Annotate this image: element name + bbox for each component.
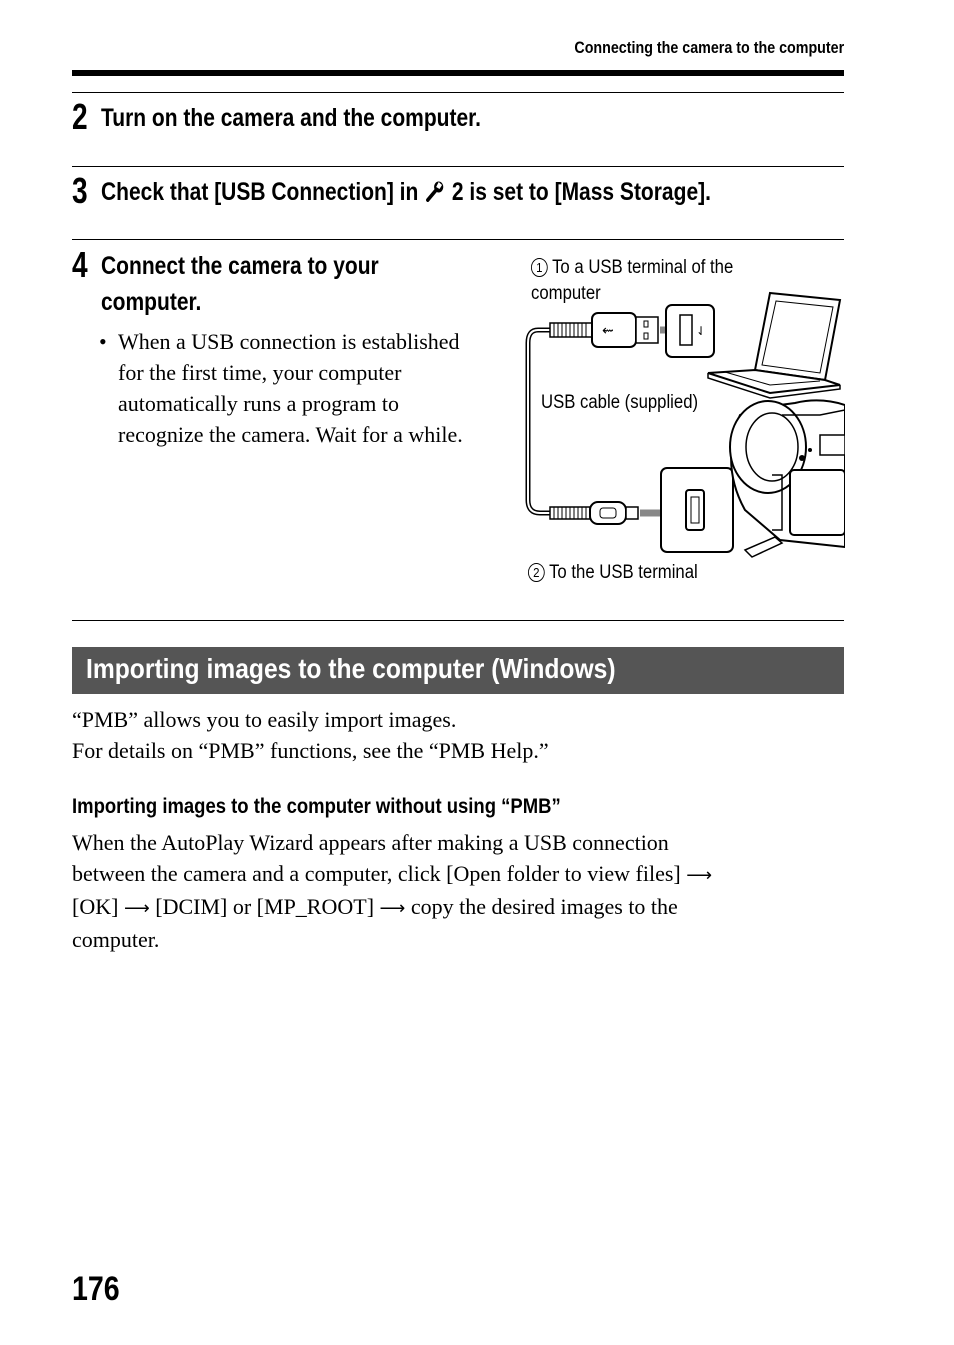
step-number: 3 [72,170,88,211]
step-heading: computer. [101,288,202,316]
figure-label-text: To a USB terminal of the [552,257,734,278]
subsection-body: When the AutoPlay Wizard appears after m… [72,827,712,955]
figure-label-1: 1 To a USB terminal of the [531,257,733,279]
bullet-text: When a USB connection is established for… [118,326,463,450]
step-heading-part: Check that [USB Connection] in [101,178,419,206]
section-title: Importing images to the computer (Window… [86,653,616,684]
camera [729,399,845,558]
page-number: 176 [72,1270,120,1308]
cable-label: USB cable (supplied) [541,392,699,413]
bullet-line: recognize the camera. Wait for a while. [118,422,463,447]
arrow-icon: ⟶ [123,898,150,919]
running-header: Connecting the camera to the computer [574,38,844,57]
step-heading: Check that [USB Connection] in 2 is set … [101,178,711,207]
svg-text:⇃: ⇃ [696,324,706,338]
bullet-line: for the first time, your computer [118,360,402,385]
bullet-line: When a USB connection is established [118,329,460,354]
body-line: When the AutoPlay Wizard appears after m… [72,830,669,855]
step-heading: Turn on the camera and the computer. [101,104,482,132]
usb-mini-plug [549,501,639,525]
arrow-icon: ⟶ [379,898,406,919]
body-line: computer. [72,927,160,952]
divider [72,620,844,621]
arrow-icon: ⟶ [686,865,713,886]
step-heading: Connect the camera to your [101,252,379,280]
laptop [707,291,842,399]
step-heading-part: 2 is set to [Mass Storage]. [451,178,711,206]
divider [72,166,844,167]
circled-number: 2 [528,563,545,582]
figure-label-2: 2 To the USB terminal [528,562,698,584]
step-number: 4 [72,244,88,285]
wrench-icon [424,180,446,202]
svg-text:⇜: ⇜ [602,323,614,339]
divider [72,239,844,240]
divider [72,92,844,93]
intro-line: “PMB” allows you to easily import images… [72,707,457,732]
figure-label-text: To the USB terminal [549,562,698,583]
circled-number: 1 [531,258,548,277]
bullet-line: automatically runs a program to [118,391,400,416]
intro-line: For details on “PMB” functions, see the … [72,738,549,763]
subsection-title: Importing images to the computer without… [72,795,561,818]
figure-label-1-cont: computer [531,283,601,304]
usb-connection-illustration: ⇜ ⇃ [525,291,845,558]
step-number: 2 [72,96,88,137]
usb-a-plug: ⇜ [549,312,659,348]
header-rule [72,70,844,76]
bullet-marker: • [99,329,107,354]
section-heading-bar: Importing images to the computer (Window… [72,647,844,694]
intro-text: “PMB” allows you to easily import images… [72,704,549,766]
body-line: [OK] ⟶ [DCIM] or [MP_ROOT] ⟶ copy the de… [72,894,678,919]
body-line: between the camera and a computer, click… [72,861,713,886]
